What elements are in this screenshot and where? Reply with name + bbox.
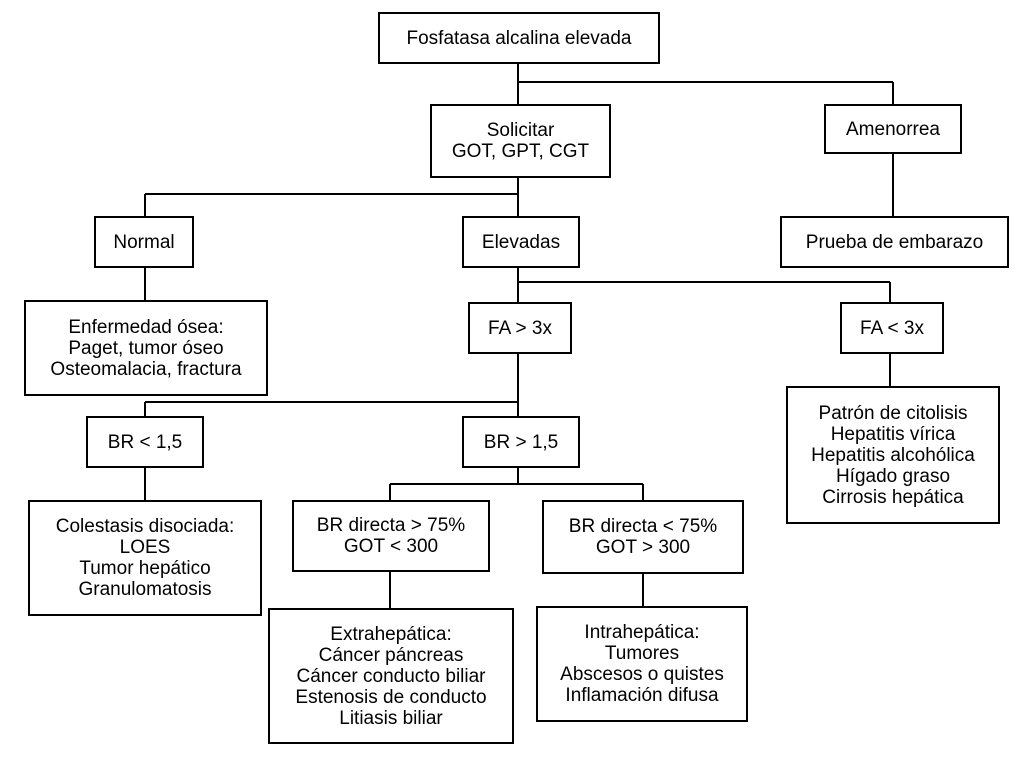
node-line: Hepatitis alcohólica <box>811 444 975 466</box>
node-line: Inflamación difusa <box>565 685 719 706</box>
node-line: Tumores <box>604 643 680 664</box>
node-solicitar: Solicitar GOT, GPT, CGT <box>430 104 611 178</box>
node-line: Cirrosis hepática <box>822 486 964 508</box>
node-amenorrea: Amenorrea <box>824 104 962 154</box>
node-osea: Enfermedad ósea: Paget, tumor óseo Osteo… <box>24 300 268 396</box>
node-line: Extrahepática: <box>330 623 452 645</box>
node-line: Enfermedad ósea: <box>68 316 224 338</box>
node-line: Patrón de citolisis <box>818 402 968 424</box>
node-line: GOT < 300 <box>343 536 439 557</box>
node-colestasis: Colestasis disociada: LOES Tumor hepátic… <box>28 500 262 616</box>
node-line: Solicitar <box>486 120 555 141</box>
node-line: Litiasis biliar <box>339 707 443 729</box>
node-extrahepatica: Extrahepática: Cáncer páncreas Cáncer co… <box>268 608 514 744</box>
node-line: BR > 1,5 <box>483 431 559 453</box>
node-normal: Normal <box>94 216 194 268</box>
node-intrahepatica: Intrahepática: Tumores Abscesos o quiste… <box>536 606 748 722</box>
node-citolisis: Patrón de citolisis Hepatitis vírica Hep… <box>786 386 1000 524</box>
node-line: GOT > 300 <box>595 537 691 558</box>
node-line: Elevadas <box>481 231 561 253</box>
node-line: Colestasis disociada: <box>55 516 235 537</box>
node-line: LOES <box>119 537 171 558</box>
node-line: Intrahepática: <box>584 622 700 643</box>
node-line: BR directa > 75% <box>316 515 466 536</box>
node-line: Osteomalacia, fractura <box>50 358 242 380</box>
node-fa-menor: FA < 3x <box>840 302 944 354</box>
node-line: BR < 1,5 <box>107 431 183 453</box>
node-line: Cáncer conducto biliar <box>296 665 486 687</box>
node-line: Estenosis de conducto <box>295 686 487 708</box>
node-elevadas: Elevadas <box>462 216 580 268</box>
node-line: Normal <box>113 231 175 253</box>
node-br-mayor: BR > 1,5 <box>462 416 580 468</box>
node-line: Amenorrea <box>846 118 940 140</box>
node-line: GOT, GPT, CGT <box>451 141 590 162</box>
node-line: Cáncer páncreas <box>318 644 464 666</box>
node-line: Abscesos o quistes <box>560 664 724 685</box>
node-line: Tumor hepático <box>79 558 211 579</box>
node-line: Hígado graso <box>835 465 951 487</box>
node-line: Hepatitis vírica <box>830 423 956 445</box>
node-line: Prueba de embarazo <box>805 231 984 253</box>
node-br-directa-menor: BR directa < 75% GOT > 300 <box>542 500 744 574</box>
node-line: Paget, tumor óseo <box>68 337 224 359</box>
node-root: Fosfatasa alcalina elevada <box>378 12 660 64</box>
node-line: Granulomatosis <box>78 579 212 600</box>
node-line: FA < 3x <box>860 317 924 339</box>
node-line: FA > 3x <box>488 317 552 339</box>
node-br-directa-mayor: BR directa > 75% GOT < 300 <box>292 500 490 572</box>
node-fa-mayor: FA > 3x <box>468 302 572 354</box>
node-br-menor: BR < 1,5 <box>86 416 204 468</box>
node-embarazo: Prueba de embarazo <box>780 216 1009 268</box>
node-line: BR directa < 75% <box>568 516 718 537</box>
node-line: Fosfatasa alcalina elevada <box>406 27 632 49</box>
